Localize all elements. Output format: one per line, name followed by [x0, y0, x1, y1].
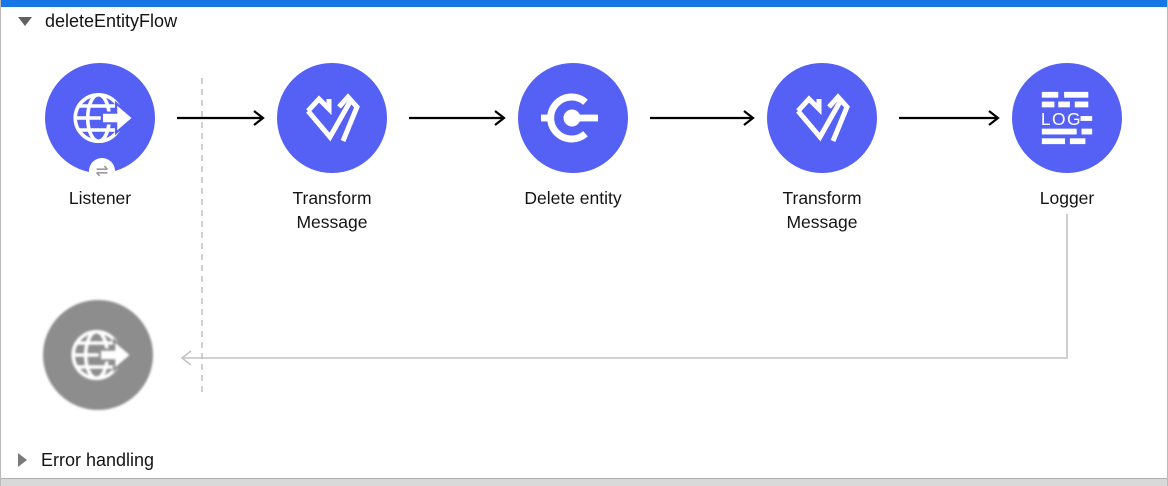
node-label: Delete entity — [524, 188, 622, 208]
arrow-right-icon — [98, 337, 133, 373]
listener-source-badge[interactable] — [89, 158, 115, 184]
flow-header: deleteEntityFlow — [18, 9, 177, 33]
http-globe-icon — [71, 329, 133, 381]
error-handling-header: Error handling — [18, 448, 154, 472]
listener-response-node-circle[interactable] — [43, 300, 153, 410]
node-delete-entity: Delete entity — [518, 63, 628, 210]
transform-message-node-circle[interactable] — [277, 63, 387, 173]
exchange-arrows-icon — [96, 165, 108, 177]
node-listener: Listener — [45, 63, 155, 210]
node-label: Logger — [1039, 188, 1095, 208]
delete-entity-node-circle[interactable] — [518, 63, 628, 173]
editor-accent-bar — [1, 0, 1167, 7]
node-label: Transform Message — [782, 188, 862, 232]
node-label: Listener — [68, 188, 132, 208]
canvas-bottom-edge — [1, 478, 1167, 486]
logger-node-circle[interactable]: LOG — [1012, 63, 1122, 173]
node-label: Transform Message — [292, 188, 372, 232]
expand-toggle-icon[interactable] — [18, 453, 27, 467]
response-return-path — [180, 214, 1068, 366]
flow-title: deleteEntityFlow — [45, 10, 178, 31]
http-globe-icon — [73, 92, 135, 144]
arrow-right-icon — [100, 100, 135, 136]
listener-node-circle[interactable] — [45, 63, 155, 184]
node-logger: LOG Logger — [1012, 63, 1122, 210]
flow-arrows — [177, 110, 1000, 126]
transform-message-node-circle[interactable] — [767, 63, 877, 173]
node-listener-response — [43, 300, 153, 410]
connector-icon — [541, 93, 598, 143]
dataweave-icon — [306, 93, 360, 142]
node-transform-message-1: Transform Message — [277, 63, 387, 234]
log-icon-text: LOG — [1041, 109, 1082, 129]
node-transform-message-2: Transform Message — [767, 63, 877, 234]
error-handling-title: Error handling — [41, 449, 155, 470]
collapse-toggle-icon[interactable] — [18, 16, 32, 26]
logger-icon: LOG — [1041, 91, 1093, 145]
dataweave-icon — [796, 93, 850, 142]
